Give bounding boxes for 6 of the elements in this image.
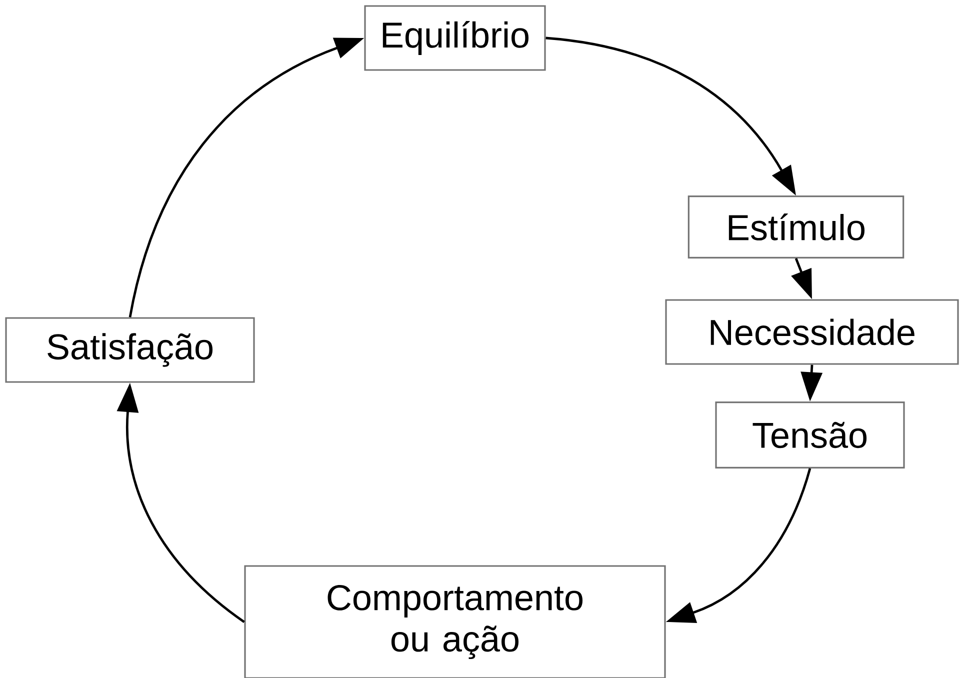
process-box: Equilíbrio <box>364 5 546 71</box>
process-box: Satisfação <box>5 317 255 383</box>
process-box: Necessidade <box>665 299 959 365</box>
process-box: Comportamento ou ação <box>244 565 666 678</box>
process-box: Estímulo <box>688 196 904 258</box>
process-box: Tensão <box>715 402 905 468</box>
